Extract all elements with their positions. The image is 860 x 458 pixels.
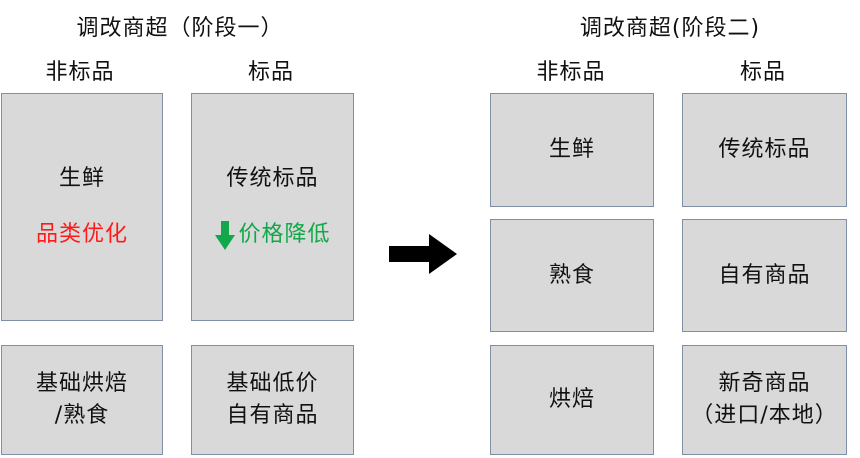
stage1-bakery-line1: 基础烘焙 — [35, 371, 128, 396]
stage1-traditional-note: 价格降低 — [238, 222, 331, 247]
stage2-title: 调改商超(阶段二) — [579, 16, 761, 41]
down-arrow-icon — [215, 221, 236, 250]
stage2-deli-label: 熟食 — [548, 262, 595, 288]
stage2-box-fresh: 生鲜 — [490, 93, 654, 207]
stage2-box-novel: 新奇商品 （进口/本地） — [682, 345, 847, 455]
stage2-col-nonstandard: 非标品 — [536, 60, 606, 85]
stage2-box-deli: 熟食 — [490, 219, 654, 332]
stage2-col-standard: 标品 — [739, 60, 786, 85]
stage1-traditional-label: 传统标品 — [226, 166, 319, 191]
stage1-box-lowprice: 基础低价 自有商品 — [191, 345, 354, 455]
stage1-bakery-line2: /熟食 — [54, 403, 110, 428]
stage1-col-nonstandard: 非标品 — [45, 60, 115, 85]
stage1-fresh-label: 生鲜 — [58, 166, 105, 191]
stage1-fresh-note: 品类优化 — [35, 222, 128, 247]
stage1-title: 调改商超（阶段一） — [76, 16, 284, 41]
stage2-novel-line2: （进口/本地） — [691, 403, 838, 428]
stage2-private-label: 自有商品 — [718, 262, 811, 288]
stage1-lowprice-line1: 基础低价 — [226, 371, 319, 396]
right-arrow-icon — [389, 234, 457, 274]
stage2-box-private: 自有商品 — [682, 219, 847, 332]
stage1-traditional-note-row: 价格降低 — [214, 219, 330, 251]
stage1-box-fresh: 生鲜 品类优化 — [1, 93, 163, 321]
stage1-box-bakery: 基础烘焙 /熟食 — [1, 345, 163, 455]
stage1-box-traditional: 传统标品 价格降低 — [191, 93, 354, 321]
stage2-bakery-label: 烘焙 — [548, 387, 595, 412]
stage2-novel-line1: 新奇商品 — [718, 371, 811, 396]
stage2-box-traditional: 传统标品 — [682, 93, 847, 207]
stage2-traditional-label: 传统标品 — [718, 137, 811, 162]
stage1-lowprice-line2: 自有商品 — [226, 403, 319, 428]
stage1-col-standard: 标品 — [247, 60, 294, 85]
stage2-box-bakery: 烘焙 — [490, 345, 654, 455]
stage2-fresh-label: 生鲜 — [548, 137, 595, 162]
